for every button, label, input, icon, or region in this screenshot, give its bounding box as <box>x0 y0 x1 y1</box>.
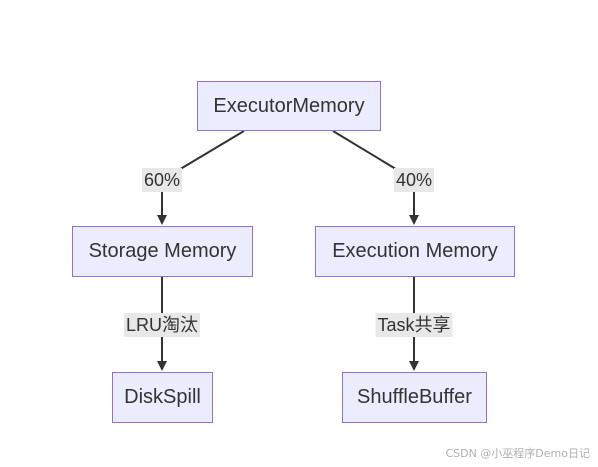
node-execution-memory-label: Execution Memory <box>332 240 498 262</box>
node-executor-memory-label: ExecutorMemory <box>213 94 365 117</box>
edge-label-40-percent: 40% <box>393 168 435 192</box>
edge-label-60-percent: 60% <box>141 168 183 192</box>
node-execution-memory: Execution Memory <box>315 226 515 277</box>
node-diskspill: DiskSpill <box>112 372 213 423</box>
node-shufflebuffer-label: ShuffleBuffer <box>357 386 472 408</box>
node-storage-memory-label: Storage Memory <box>88 240 237 262</box>
watermark-text: CSDN @小巫程序Demo日记 <box>445 447 590 460</box>
node-diskspill-label: DiskSpill <box>124 386 201 408</box>
edge-label-lru-eviction: LRU淘汰 <box>123 313 201 337</box>
node-executor-memory: ExecutorMemory <box>197 81 381 131</box>
node-shufflebuffer: ShuffleBuffer <box>342 372 487 423</box>
edge-label-task-shared: Task共享 <box>375 313 453 337</box>
node-storage-memory: Storage Memory <box>72 226 253 277</box>
